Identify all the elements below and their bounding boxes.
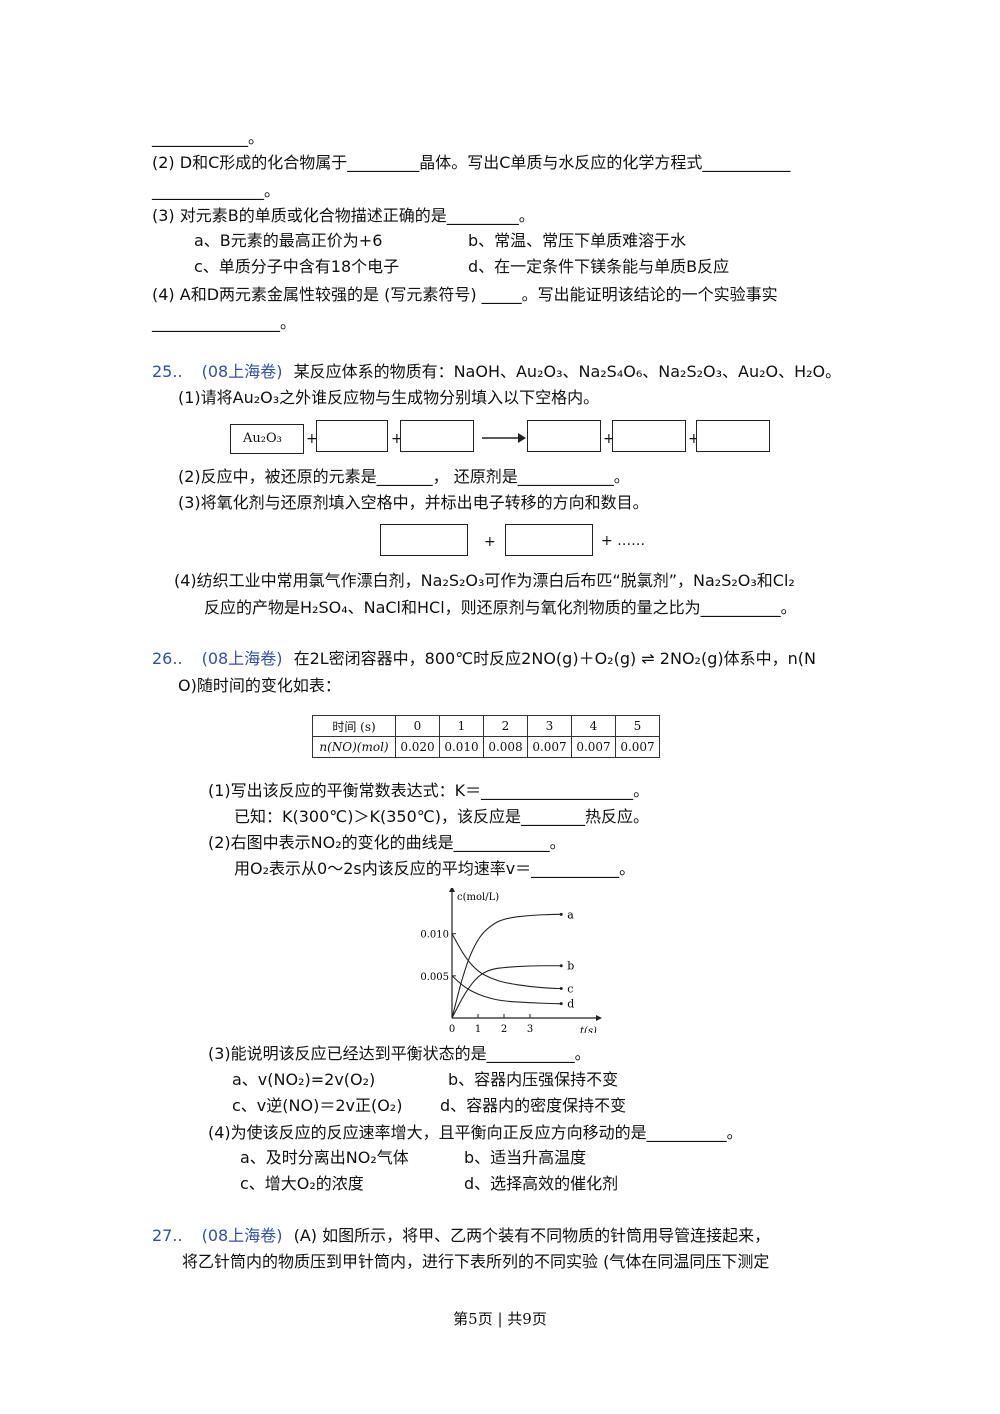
q26-stem: 在2L密闭容器中，800℃时反应2NO(g)＋O₂(g) ⇌ 2NO₂(g)体系… — [293, 649, 816, 668]
table-row: n(NO)(mol) 0.020 0.010 0.008 0.007 0.007… — [312, 736, 660, 758]
series-end-point — [559, 912, 563, 916]
series-end-point — [559, 987, 563, 990]
q25-heading: 25.. (08上海卷) 某反应体系的物质有：NaOH、Au₂O₃、Na₂S₄O… — [152, 361, 841, 383]
q25-part-1: (1)请将Au₂O₃之外谁反应物与生成物分别填入以下空格内。 — [178, 388, 600, 407]
q24-line-6: (4) A和D两元素金属性较强的是 (写元素符号) _____。写出能证明该结论… — [152, 285, 778, 304]
series-line-d — [451, 975, 562, 1005]
q26-part-4-option-c: c、增大O₂的浓度 — [240, 1174, 364, 1193]
q24-line-3: (3) 对元素B的单质或化合物描述正确的是_________。 — [152, 206, 535, 225]
q27-stem-2: 将乙针筒内的物质压到甲针筒内，进行下表所列的不同实验 (气体在同温同压下测定 — [182, 1252, 770, 1271]
x-tick-label: 1 — [475, 1024, 481, 1033]
table-cell: 0 — [395, 715, 440, 737]
table-cell: 0.007 — [527, 736, 572, 758]
q24-option-d: d、在一定条件下镁条能与单质B反应 — [468, 257, 730, 276]
series-end-point — [559, 1002, 563, 1006]
q24-line-0: ____________。 — [152, 128, 265, 147]
table-row: 时间 (s) 0 1 2 3 4 5 — [312, 715, 660, 737]
q25-answer-box-1[interactable] — [316, 420, 388, 452]
q25-part-2: (2)反应中，被还原的元素是_______， 还原剂是____________。 — [178, 467, 630, 486]
concentration-chart: c(mol/L) t(s) 0.010 0.005 0 1 2 3 a bcd — [420, 888, 602, 1033]
q24-option-b: b、常温、常压下单质难溶于水 — [468, 231, 687, 250]
q26-part-2b: 用O₂表示从0～2s内该反应的平均速率v＝___________。 — [234, 859, 636, 878]
q25-part-4b: 反应的产物是H₂SO₄、NaCl和HCl，则还原剂与氧化剂物质的量之比为____… — [204, 598, 797, 617]
q24-line-7: ________________。 — [152, 313, 297, 332]
q26-part-3-option-c: c、v逆(NO)＝2v正(O₂) — [232, 1096, 403, 1115]
table-cell: 0.007 — [571, 736, 616, 758]
plus-sign: + — [484, 534, 496, 550]
q26-part-1b: 已知：K(300℃)＞K(350℃)，该反应是________热反应。 — [234, 807, 649, 826]
table-cell: 5 — [615, 715, 660, 737]
table-cell: 0.008 — [483, 736, 528, 758]
table-cell: 1 — [439, 715, 484, 737]
x-axis-label: t(s) — [580, 1026, 597, 1033]
x-tick-label: 3 — [527, 1024, 533, 1033]
q26-stem-2: O)随时间的变化如表： — [178, 676, 341, 695]
page-footer: 第5页 | 共9页 — [453, 1310, 547, 1328]
q26-part-3-option-a: a、v(NO₂)=2v(O₂) — [232, 1070, 376, 1089]
q25-part-3: (3)将氧化剂与还原剂填入空格中，并标出电子转移的方向和数目。 — [178, 493, 649, 512]
q26-part-4-option-b: b、适当升高温度 — [464, 1148, 587, 1167]
y-axis-label: c(mol/L) — [457, 892, 499, 903]
q26-part-4: (4)为使该反应的反应速率增大，且平衡向正反应方向移动的是__________。 — [208, 1123, 743, 1142]
q26-part-1: (1)写出该反应的平衡常数表达式：K＝___________________。 — [208, 781, 650, 800]
series-label-b: b — [567, 960, 574, 973]
q26-source: (08上海卷) — [201, 649, 283, 668]
q25-answer-box-5[interactable] — [696, 420, 770, 452]
q26-number: 26.. — [152, 649, 183, 668]
series-label-d: d — [567, 998, 574, 1011]
table-header-cell: n(NO)(mol) — [312, 736, 396, 758]
table-cell: 0.007 — [615, 736, 660, 758]
q25-answer-box-4[interactable] — [612, 420, 686, 452]
plus-sign: + — [688, 431, 700, 447]
table-cell: 4 — [571, 715, 616, 737]
q25-reductant-box[interactable] — [505, 524, 593, 556]
q26-part-3-option-d: d、容器内的密度保持不变 — [440, 1096, 627, 1115]
plus-sign: + — [391, 431, 403, 447]
q26-part-2: (2)右图中表示NO₂的变化的曲线是____________。 — [208, 833, 566, 852]
series-line-a — [451, 913, 562, 1019]
q24-line-2: ______________。 — [152, 181, 281, 200]
x-tick-label: 0 — [449, 1024, 455, 1033]
table-cell: 0.020 — [395, 736, 440, 758]
q24-option-a: a、B元素的最高正价为+6 — [194, 231, 383, 250]
y-axis-arrow-icon — [449, 888, 455, 892]
q25-answer-box-2[interactable] — [400, 420, 474, 452]
x-axis-arrow-icon — [596, 1015, 602, 1021]
plus-sign: + — [306, 431, 318, 447]
series-label-c: c — [567, 983, 573, 996]
q26-part-3: (3)能说明该反应已经达到平衡状态的是___________。 — [208, 1044, 591, 1063]
series-line-b — [451, 965, 562, 1019]
table-header-cell: 时间 (s) — [312, 715, 396, 737]
q25-part-4a: (4)纺织工业中常用氯气作漂白剂，Na₂S₂O₃可作为漂白后布匹“脱氯剂”，Na… — [174, 571, 795, 590]
q25-number: 25.. — [152, 362, 183, 381]
q26-part-3-option-b: b、容器内压强保持不变 — [448, 1070, 619, 1089]
q26-part-4-option-d: d、选择高效的催化剂 — [464, 1174, 619, 1193]
x-tick-label: 2 — [501, 1024, 507, 1033]
series-label-a: a — [567, 908, 574, 921]
right-arrow-icon — [482, 433, 526, 443]
ellipsis: + …… — [601, 533, 646, 549]
q25-answer-box-3[interactable] — [527, 420, 601, 452]
q24-line-1: (2) D和C形成的化合物属于_________晶体。写出C单质与水反应的化学方… — [152, 153, 791, 172]
y-tick-label: 0.010 — [420, 930, 449, 941]
series-line-c — [451, 933, 562, 990]
no-amount-table: 时间 (s) 0 1 2 3 4 5 n(NO)(mol) 0.020 0.01… — [312, 715, 660, 758]
series-end-point — [559, 964, 563, 968]
y-tick-label: 0.005 — [420, 972, 449, 983]
q26-part-4-option-a: a、及时分离出NO₂气体 — [240, 1148, 409, 1167]
q25-source: (08上海卷) — [201, 362, 283, 381]
q26-heading: 26.. (08上海卷) 在2L密闭容器中，800℃时反应2NO(g)＋O₂(g… — [152, 648, 816, 670]
q25-box-au2o3: Au₂O₃ — [230, 424, 304, 454]
q25-stem: 某反应体系的物质有：NaOH、Au₂O₃、Na₂S₄O₆、Na₂S₂O₃、Au₂… — [293, 362, 842, 381]
q27-heading: 27.. (08上海卷) (A) 如图所示，将甲、乙两个装有不同物质的针筒用导管… — [152, 1225, 770, 1247]
table-cell: 3 — [527, 715, 572, 737]
table-cell: 2 — [483, 715, 528, 737]
q27-stem: (A) 如图所示，将甲、乙两个装有不同物质的针筒用导管连接起来， — [293, 1226, 771, 1245]
table-cell: 0.010 — [439, 736, 484, 758]
q25-oxidant-box[interactable] — [380, 524, 468, 556]
q27-source: (08上海卷) — [201, 1226, 283, 1245]
q24-option-c: c、单质分子中含有18个电子 — [194, 257, 400, 276]
plus-sign: + — [603, 431, 615, 447]
q27-number: 27.. — [152, 1226, 183, 1245]
